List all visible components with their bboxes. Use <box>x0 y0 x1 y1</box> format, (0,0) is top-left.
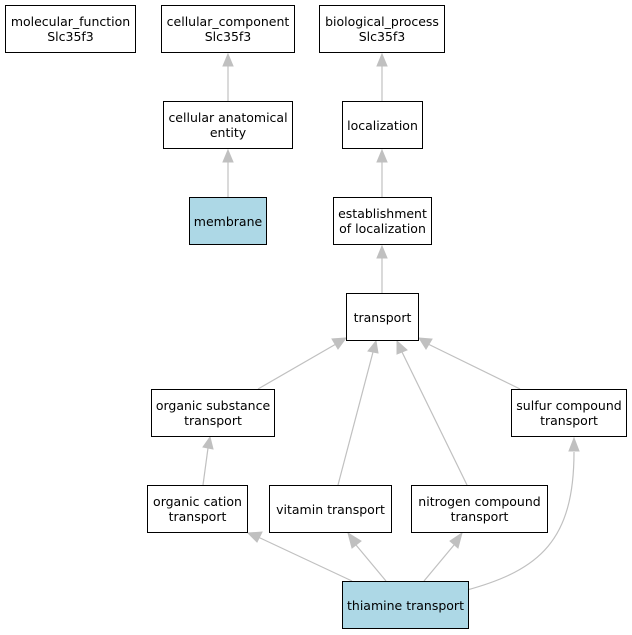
edge-thiamine-to-organic-cation <box>257 536 353 582</box>
node-label: molecular_function <box>10 14 131 29</box>
node-label: cellular_component <box>166 14 290 29</box>
edge-thiamine-to-nitrogen <box>423 544 455 582</box>
node-label: transport <box>168 509 227 524</box>
node-molecular-function[interactable]: molecular_function Slc35f3 <box>5 5 136 53</box>
arrowhead-icon <box>246 531 263 543</box>
node-label: transport <box>540 413 598 428</box>
node-cellular-component[interactable]: cellular_component Slc35f3 <box>161 5 295 53</box>
arrowhead-icon <box>331 337 348 350</box>
node-label: transport <box>353 309 412 325</box>
arrowhead-icon <box>396 339 408 355</box>
node-organic-substance-transport[interactable]: organic substance transport <box>151 389 275 437</box>
node-label: of localization <box>339 221 426 236</box>
node-cellular-anatomical-entity[interactable]: cellular anatomical entity <box>163 101 293 149</box>
edge-sulfur-to-transport <box>427 343 521 390</box>
node-label: organic substance <box>155 398 271 413</box>
arrowhead-icon <box>347 531 362 549</box>
edge-thiamine-to-vitamin <box>355 544 387 582</box>
arrowhead-icon <box>222 52 234 67</box>
node-label: Slc35f3 <box>47 29 94 44</box>
node-label: membrane <box>193 213 263 229</box>
node-label: sulfur compound <box>516 398 622 413</box>
arrowhead-icon <box>222 148 234 163</box>
arrowhead-icon <box>376 244 388 259</box>
edge-nitrogen-to-transport <box>401 351 468 486</box>
node-label: vitamin transport <box>276 501 385 517</box>
node-label: cellular anatomical <box>168 110 288 125</box>
node-sulfur-compound-transport[interactable]: sulfur compound transport <box>511 389 627 437</box>
node-label: biological_process <box>325 14 439 29</box>
node-thiamine-transport[interactable]: thiamine transport <box>342 581 469 629</box>
arrowhead-icon <box>418 337 433 350</box>
node-membrane[interactable]: membrane <box>189 197 267 245</box>
node-label: establishment <box>338 206 427 221</box>
node-nitrogen-compound-transport[interactable]: nitrogen compound transport <box>411 485 548 533</box>
edge-vitamin-to-transport <box>337 351 374 486</box>
node-transport[interactable]: transport <box>346 293 419 341</box>
arrowhead-icon <box>367 339 379 354</box>
node-label: Slc35f3 <box>358 29 406 44</box>
node-vitamin-transport[interactable]: vitamin transport <box>269 485 392 533</box>
node-localization[interactable]: localization <box>342 101 423 149</box>
node-label: Slc35f3 <box>204 29 252 44</box>
node-label: thiamine transport <box>347 597 464 613</box>
node-label: nitrogen compound <box>418 494 541 509</box>
node-organic-cation-transport[interactable]: organic cation transport <box>147 485 248 533</box>
arrowhead-icon <box>376 148 388 163</box>
arrowhead-icon <box>376 52 388 67</box>
edge-organic-substance-to-transport <box>257 343 337 390</box>
arrowhead-icon <box>568 436 580 452</box>
node-label: organic cation <box>153 494 242 509</box>
node-label: localization <box>347 117 418 133</box>
arrowhead-icon <box>202 435 214 450</box>
node-label: transport <box>450 509 509 524</box>
node-biological-process[interactable]: biological_process Slc35f3 <box>319 5 445 53</box>
node-label: transport <box>184 413 242 428</box>
node-label: entity <box>209 125 247 140</box>
node-establishment-of-localization[interactable]: establishment of localization <box>333 197 432 245</box>
arrowhead-icon <box>449 531 463 549</box>
edge-thiamine-to-sulfur <box>466 451 575 591</box>
edge-organic-cation-to-organic-substance <box>202 447 209 486</box>
